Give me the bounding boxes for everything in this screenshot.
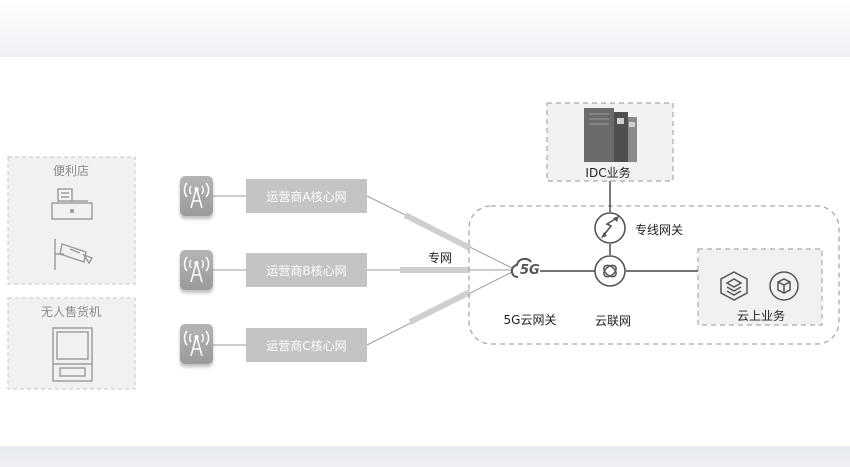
dedicated-line-icon (594, 212, 626, 244)
carrier-a-box: 运营商A核心网 (246, 179, 367, 213)
tower-carrier-links (213, 195, 246, 346)
cash-register-icon (51, 188, 93, 220)
vending-machine-icon (52, 327, 93, 382)
store-label: 便利店 (52, 164, 90, 178)
5g-cloud-icon (510, 257, 532, 278)
dedicated-gateway-label: 专线网关 (634, 223, 684, 237)
cube-icon (769, 271, 799, 301)
cloud-service-panel (697, 248, 823, 326)
store-panel (7, 156, 136, 285)
gateway-5g-badge: 5G (520, 263, 540, 278)
vending-label: 无人售货机 (40, 305, 102, 319)
idc-label: IDC业务 (585, 166, 631, 180)
private-link-tubes (400, 212, 472, 325)
cell-tower-icon (180, 176, 213, 216)
cell-tower-icon (180, 324, 213, 364)
server-rack-icon (584, 108, 637, 162)
cloud-links (540, 181, 698, 272)
carrier-b-box: 运营商B核心网 (246, 253, 367, 287)
cloud-connect-label: 云联网 (594, 314, 632, 328)
cloud-region (468, 205, 840, 345)
security-camera-icon (54, 239, 94, 270)
vending-panel (7, 297, 136, 390)
gateway-5g-label: 5G云网关 (503, 313, 557, 327)
stack-layers-icon (720, 271, 748, 301)
private-network-label: 专网 (427, 251, 453, 265)
footer-band (0, 446, 850, 467)
ccn-icon (594, 255, 626, 287)
cell-tower-icon (180, 250, 213, 290)
header-band (0, 0, 850, 57)
cloud-service-label: 云上业务 (736, 309, 786, 323)
carrier-c-box: 运营商C核心网 (246, 328, 367, 362)
